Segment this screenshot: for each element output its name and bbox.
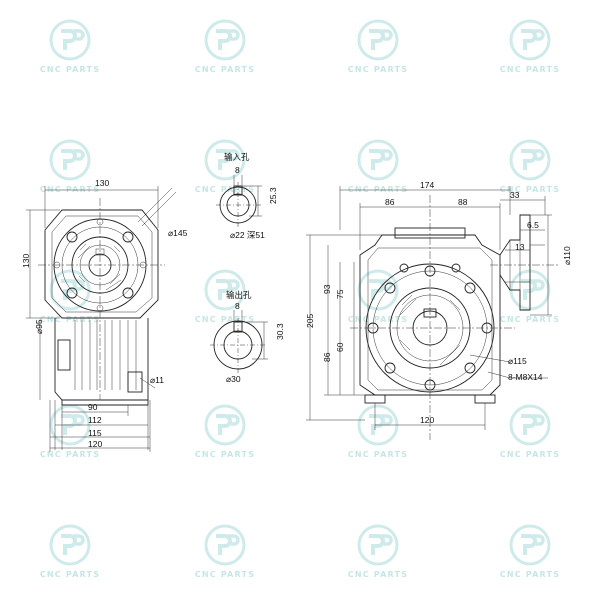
dim-112: 112 (88, 415, 102, 425)
dim-130-top: 130 (95, 178, 109, 188)
dim-120-bottom: 120 (420, 415, 434, 425)
watermark-logo-icon (49, 524, 91, 566)
dim-75: 75 (335, 289, 345, 299)
watermark-logo-icon (204, 524, 246, 566)
watermark-text: CNC PARTS (500, 185, 560, 194)
dim-120: 120 (88, 439, 102, 449)
watermark-logo-icon (204, 404, 246, 446)
front-view: 130 130 ⌀145 ⌀95 ⌀11 90 112 115 120 (21, 178, 188, 452)
watermark-text: CNC PARTS (40, 185, 100, 194)
watermark-logo-icon (49, 139, 91, 181)
dim-13: 13 (515, 242, 525, 252)
dim-174: 174 (420, 180, 434, 190)
watermark-text: CNC PARTS (348, 185, 408, 194)
watermark-text: CNC PARTS (500, 315, 560, 324)
dim-flange-dia: ⌀145 (168, 228, 188, 238)
watermark-text: CNC PARTS (40, 315, 100, 324)
watermark-text: CNC PARTS (195, 65, 255, 74)
watermark-text: CNC PARTS (500, 570, 560, 579)
watermark-text: CNC PARTS (500, 65, 560, 74)
dim-6-5: 6.5 (527, 220, 539, 230)
dim-115-dia: ⌀115 (508, 356, 527, 366)
dim-90: 90 (88, 402, 98, 412)
watermark-logo-icon (357, 524, 399, 566)
output-key-depth: 30.3 (275, 323, 285, 340)
dim-115: 115 (88, 428, 102, 438)
watermark-logo-icon (509, 139, 551, 181)
watermark-logo-icon (357, 139, 399, 181)
watermark-logo-icon (357, 19, 399, 61)
output-hole-title: 输出孔 (226, 290, 252, 301)
dim-33: 33 (510, 190, 520, 200)
watermark-text: CNC PARTS (195, 570, 255, 579)
input-bore: ⌀22 深51 (230, 230, 265, 240)
watermark-text: CNC PARTS (40, 65, 100, 74)
watermark-text: CNC PARTS (40, 450, 100, 459)
dim-130-left: 130 (21, 254, 31, 268)
watermark-text: CNC PARTS (348, 65, 408, 74)
dim-left-dia: ⌀95 (34, 319, 44, 334)
dim-110: ⌀110 (562, 246, 572, 265)
watermark-logo-icon (49, 269, 91, 311)
dim-86-left: 86 (322, 352, 332, 362)
dim-hole-dia: ⌀11 (150, 375, 164, 385)
dim-205: 205 (305, 314, 315, 328)
input-hole-detail: 输入孔 8 25.3 ⌀22 深51 (216, 152, 278, 240)
watermark-logo-icon (49, 19, 91, 61)
watermark-logo-icon (204, 19, 246, 61)
watermark-logo-icon (509, 524, 551, 566)
watermark-text: CNC PARTS (195, 450, 255, 459)
side-view: 174 86 88 33 6.5 13 ⌀110 205 93 75 86 60… (305, 180, 572, 440)
dim-thread: 8-M8X14 (508, 372, 543, 382)
output-key-width: 8 (235, 301, 240, 311)
dim-88: 88 (458, 197, 468, 207)
watermark-layer: CNC PARTS CNC PARTS CNC PARTS CNC PARTS CNC … (40, 19, 560, 579)
watermark-text: CNC PARTS (348, 570, 408, 579)
watermark-text: CNC PARTS (195, 315, 255, 324)
watermark-logo-icon (509, 19, 551, 61)
input-hole-title: 输入孔 (224, 152, 250, 163)
watermark-text: CNC PARTS (40, 570, 100, 579)
dim-86-top: 86 (385, 197, 395, 207)
output-bore: ⌀30 (226, 374, 241, 384)
watermark-text: CNC PARTS (348, 450, 408, 459)
output-hole-detail: 输出孔 8 30.3 ⌀30 (210, 290, 285, 384)
watermark-text: CNC PARTS (500, 450, 560, 459)
watermark-text: CNC PARTS (195, 185, 255, 194)
watermark-text: CNC PARTS (348, 315, 408, 324)
dim-93: 93 (322, 284, 332, 294)
watermark-logo-icon (509, 404, 551, 446)
dim-60: 60 (335, 342, 345, 352)
input-key-depth: 25.3 (268, 187, 278, 204)
input-key-width: 8 (235, 165, 240, 175)
